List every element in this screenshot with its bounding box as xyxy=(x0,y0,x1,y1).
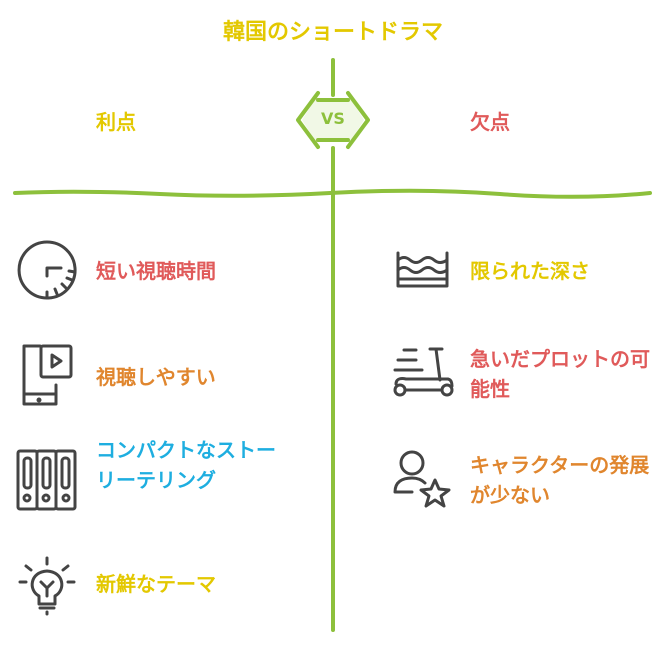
vs-badge xyxy=(296,91,370,149)
pro-label: 新鮮なテーマ xyxy=(96,572,216,596)
cons-heading: 欠点 xyxy=(470,110,510,134)
water-depth-icon xyxy=(396,251,449,288)
pro-label: コンパクトなストーリーテリング xyxy=(96,438,276,492)
vs-label: VS xyxy=(321,109,345,128)
binders-icon xyxy=(16,449,77,511)
clock-icon xyxy=(17,240,77,300)
scooter-icon xyxy=(393,347,454,397)
con-label: 急いだプロットの可能性 xyxy=(470,347,650,401)
pros-heading: 利点 xyxy=(96,110,136,134)
user-star-icon xyxy=(393,450,451,508)
con-label: キャラクターの発展が少ない xyxy=(470,453,650,507)
con-label: 限られた深さ xyxy=(470,259,590,283)
diagram-title: 韓国のショートドラマ xyxy=(222,20,443,45)
lightbulb-icon xyxy=(18,556,76,616)
pro-label: 視聴しやすい xyxy=(96,365,216,389)
pro-label: 短い視聴時間 xyxy=(96,259,216,283)
mobile-video-icon xyxy=(22,344,73,406)
